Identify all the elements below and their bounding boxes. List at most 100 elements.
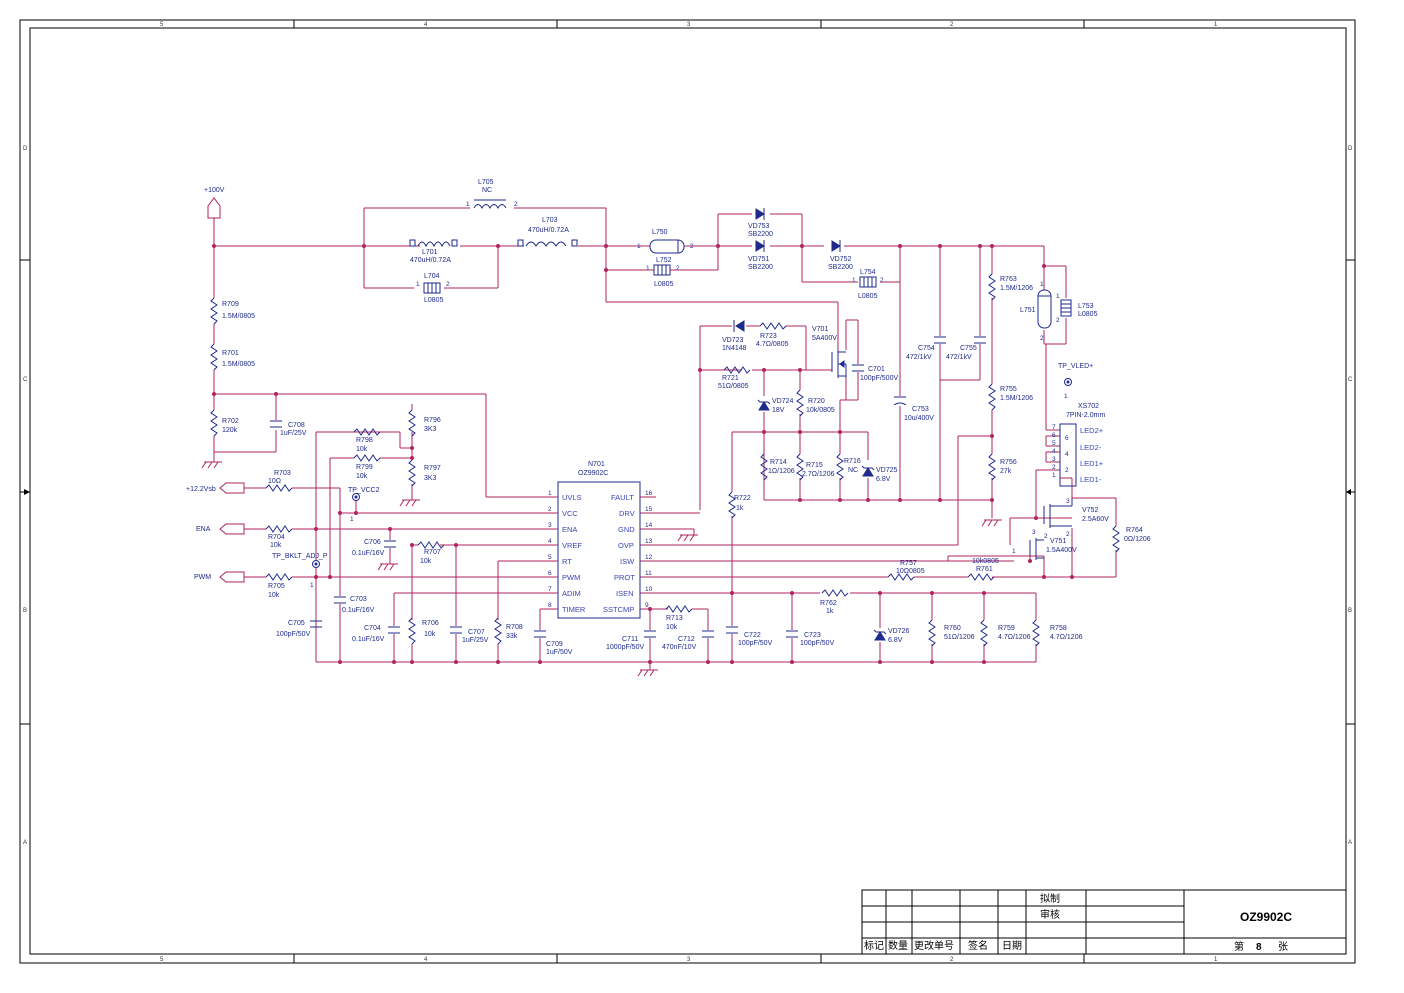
ic-part: OZ9902C [578,470,608,477]
svg-text:1: 1 [646,265,650,272]
svg-text:1: 1 [852,277,856,284]
r757-ref: R757 [900,560,917,567]
vd753-ref: VD753 [748,223,770,230]
diode-vd752: VD752 SB2200 [828,240,853,271]
r722-ref: R722 [734,495,751,502]
testpoint-bklt-adj: TP_BKLT_ADJ_P 1 [272,553,328,589]
r715-value: 2.7Ω/1206 [802,471,835,478]
grid-col-top-5: 1 [1214,22,1218,28]
c755-value: 472/1kV [946,354,972,361]
tb-review: 审核 [1040,908,1060,921]
ic-pin-num-7: 7 [548,586,552,593]
r716-ref: R716 [844,458,861,465]
r759-value: 4.7Ω/1206 [998,634,1031,641]
ground-symbol [637,669,658,677]
ic-pin-num-16: 16 [645,490,653,497]
vd725-ref: VD725 [876,467,898,474]
ground-symbol [981,519,1002,527]
resistor-r715: R715 2.7Ω/1206 [796,453,835,481]
xs702-led1p: LED1+ [1080,459,1104,468]
ic-pin-num-3: 3 [548,522,552,529]
ic-pin-num-14: 14 [645,522,653,529]
r715-ref: R715 [806,462,823,469]
svg-text:1: 1 [416,281,420,288]
testpoint-vcc2-label: TP_VCC2 [348,487,380,494]
ic-pin-num-5: 5 [548,554,552,561]
c754-ref: C754 [918,345,935,352]
r755-value: 1.5M/1206 [1000,395,1033,402]
tb-header-qty: 数量 [888,939,908,952]
l703-ref: L703 [542,217,558,224]
testpoint-vcc2-pin: 1 [350,516,354,523]
r722-value: 1k [736,505,744,512]
vd751-ref: VD751 [748,256,770,263]
r761-ref: R761 [976,566,993,573]
l704-value: L0805 [424,297,444,304]
svg-text:2: 2 [1056,317,1060,324]
tb-sheet-number: 8 [1256,942,1262,953]
svg-text:3: 3 [1032,529,1036,536]
grid-row-right-4: A [1348,840,1352,846]
resistor-r759: R759 4.7Ω/1206 [980,619,1031,647]
r708-ref: R708 [506,624,523,631]
ic-pin-num-13: 13 [645,538,653,545]
r701-value: 1.5M/0805 [222,361,255,368]
testpoint-vled-label: TP_VLED+ [1058,363,1093,370]
v752-value: 2.5A60V [1082,516,1109,523]
svg-text:1: 1 [1012,548,1016,555]
c703-ref: C703 [350,596,367,603]
xs702-led2p: LED2+ [1080,426,1104,435]
c712-ref: C712 [678,636,695,643]
r763-ref: R763 [1000,276,1017,283]
ground-symbol [377,563,398,571]
l705-value: NC [482,187,492,194]
r798-ref: R798 [356,437,373,444]
sheet-frame [19,19,1356,964]
r705-value: 10k [268,592,280,599]
c753-value: 10u/400V [904,415,934,422]
xs702-inner-6: 6 [1065,435,1069,442]
ic-pin-ena: ENA [562,525,577,534]
v752-ref: V752 [1082,507,1098,514]
r703-ref: R703 [274,470,291,477]
r796-ref: R796 [424,417,441,424]
ic-pin-vref: VREF [562,541,582,550]
l752-ref: L752 [656,257,672,264]
svg-text:3: 3 [1066,498,1070,505]
ic-pin-sstcmp: SSTCMP [603,605,634,614]
capacitor-c753: C753 10u/400V [893,396,934,422]
inductor-l753: 12 L753 L0805 [1056,293,1098,324]
r706-ref: R706 [422,620,439,627]
l750-ref: L750 [652,229,668,236]
svg-text:2: 2 [880,277,884,284]
tb-header-sign: 签名 [968,939,988,952]
r759-ref: R759 [998,625,1015,632]
xs702-led2m: LED2- [1080,443,1102,452]
c753-ref: C753 [912,406,929,413]
c704-value: 0.1uF/16V [352,636,385,643]
testpoint-bklt-pin: 1 [310,582,314,589]
net-label-pwm: PWM [194,574,211,581]
r704-value: 10k [270,542,282,549]
l753-ref: L753 [1078,303,1094,310]
ic-pin-rt: RT [562,557,572,566]
tb-sheet-prefix: 第 [1234,940,1244,953]
r758-value: 4.7Ω/1206 [1050,634,1083,641]
l701-ref: L701 [422,249,438,256]
ic-right-pins: 16 15 14 13 12 11 10 9 FAULT DRV GND OVP… [603,490,656,614]
